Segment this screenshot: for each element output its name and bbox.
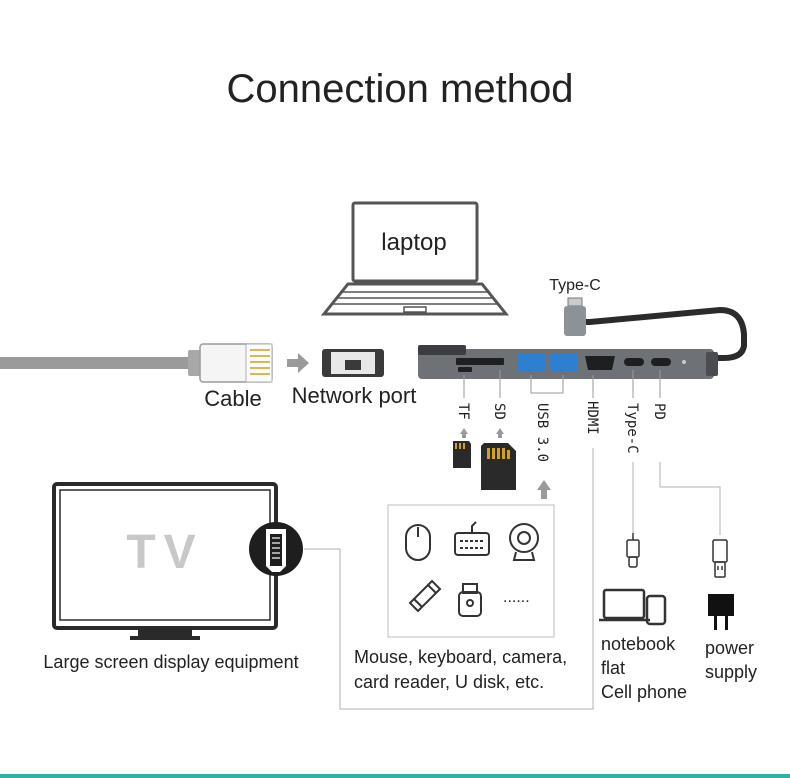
cable-label: Cable [204, 386, 261, 411]
type-c-devices-line3: Cell phone [601, 682, 687, 702]
arrow-up-icon [460, 428, 468, 438]
port-label-type-c: Type-C [624, 403, 640, 454]
sd-card-icon [481, 443, 516, 490]
port-label-pd: PD [651, 403, 667, 420]
hdmi-port-badge [249, 522, 303, 576]
network-port-icon [322, 349, 384, 377]
port-label-tf: TF [455, 403, 471, 420]
pd-caption-line1: power [705, 638, 754, 658]
more-devices-text: ...... [503, 589, 530, 606]
port-label-hdmi: HDMI [584, 401, 600, 435]
port-label-usb: USB 3.0 [534, 403, 550, 462]
usb-c-hub-icon [418, 345, 718, 379]
network-port-label: Network port [292, 383, 417, 408]
hdmi-port [585, 356, 615, 370]
laptop-label: laptop [381, 229, 446, 256]
type-c-devices-line1: notebook [601, 634, 676, 654]
port-label-sd: SD [491, 403, 507, 420]
mouse-icon [405, 524, 431, 561]
tv-screen-label: TV [126, 526, 203, 579]
type-c-top-label: Type-C [549, 277, 601, 294]
usb-port-2 [550, 354, 578, 371]
usb-plug-icon [712, 539, 728, 578]
usb-devices-caption-line1: Mouse, keyboard, camera, [354, 647, 567, 667]
tv-caption: Large screen display equipment [43, 652, 298, 672]
usb-port-1 [517, 354, 545, 371]
pd-connection-line [659, 462, 721, 535]
arrow-right-icon [287, 353, 309, 373]
ethernet-cable-icon [0, 343, 273, 383]
tf-card-icon [453, 441, 471, 468]
type-c-port [624, 358, 644, 366]
arrow-up-icon [537, 480, 551, 499]
keyboard-icon [454, 521, 490, 556]
type-c-devices-line2: flat [601, 658, 625, 678]
port-leader-lines [463, 370, 661, 398]
arrow-up-icon [496, 428, 504, 438]
pd-port [651, 358, 671, 366]
sd-slot [456, 358, 504, 365]
page-title: Connection method [227, 67, 574, 111]
power-adapter-icon [708, 594, 734, 630]
tf-slot [458, 367, 472, 372]
type-c-plug-icon [626, 533, 640, 568]
hdmi-connection-line [304, 448, 594, 710]
usb-devices-caption-line2: card reader, U disk, etc. [354, 672, 544, 692]
type-c-cable-icon [564, 297, 747, 361]
bottom-accent-bar [0, 774, 790, 778]
pd-caption-line2: supply [705, 662, 757, 682]
laptop-icon [320, 201, 510, 316]
card-reader-icon [458, 583, 482, 617]
laptop-phone-icon [599, 588, 667, 626]
webcam-icon [509, 523, 539, 561]
usb-drive-icon [408, 579, 442, 613]
